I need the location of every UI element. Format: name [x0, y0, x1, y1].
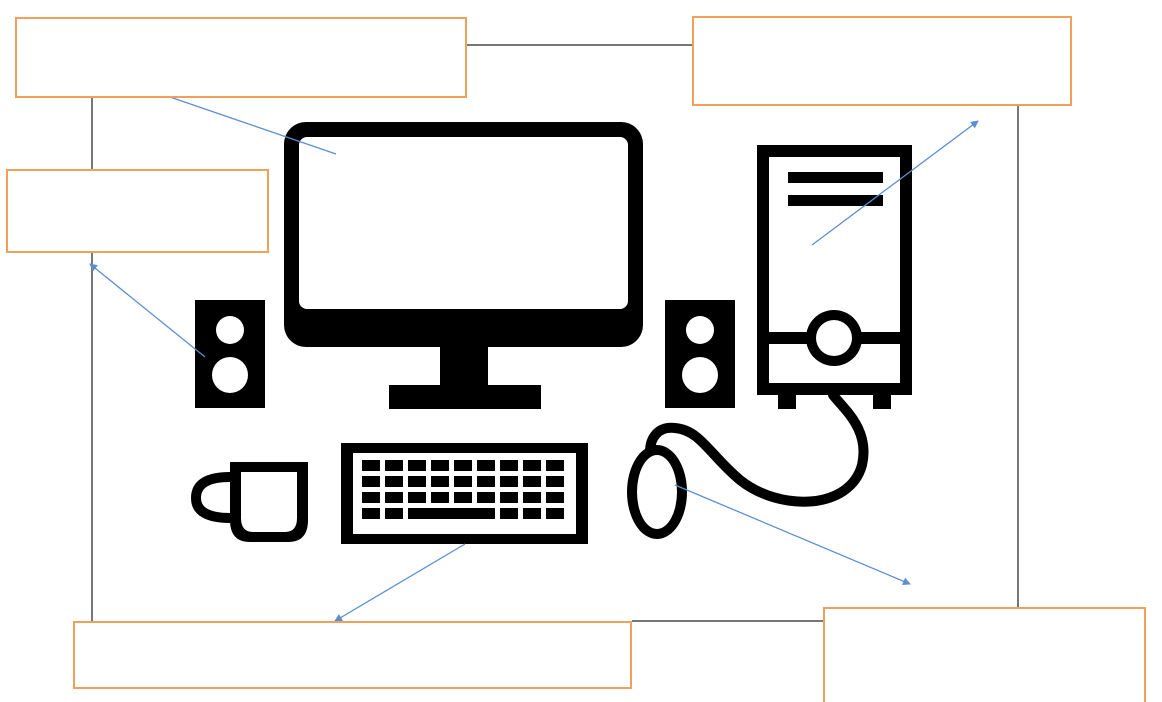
keyboard-icon [341, 443, 588, 544]
keyboard-key [431, 460, 449, 471]
keyboard-key [546, 460, 564, 471]
keyboard-key [546, 492, 564, 503]
speaker-left-icon [195, 300, 265, 408]
mouse-icon [627, 445, 687, 539]
keyboard-key [408, 492, 426, 503]
arrow-to-keyboard [335, 544, 465, 621]
keyboard-key [408, 476, 426, 487]
keyboard-key [500, 476, 518, 487]
keyboard-key [385, 508, 403, 519]
keyboard-key [523, 460, 541, 471]
keyboard-key [362, 492, 380, 503]
keyboard-key [546, 476, 564, 487]
keyboard-key [431, 476, 449, 487]
keyboard-key [546, 508, 564, 519]
keyboard-key [454, 476, 472, 487]
keyboard-key [454, 492, 472, 503]
label-box-speaker[interactable] [6, 169, 269, 253]
keyboard-key [385, 492, 403, 503]
keyboard-key [385, 476, 403, 487]
speaker-right-icon [665, 300, 735, 408]
label-box-mouse[interactable] [823, 607, 1146, 702]
keyboard-key [408, 508, 495, 519]
label-box-system-unit[interactable] [692, 16, 1072, 106]
label-box-monitor[interactable] [15, 17, 467, 98]
keyboard-key [385, 460, 403, 471]
keyboard-key [454, 460, 472, 471]
monitor-icon [284, 122, 643, 409]
mug-icon [196, 462, 308, 542]
keyboard-key [362, 508, 380, 519]
keyboard-key [500, 508, 518, 519]
keyboard-key [362, 460, 380, 471]
keyboard-key [523, 476, 541, 487]
keyboard-key [500, 492, 518, 503]
keyboard-key [500, 460, 518, 471]
keyboard-key [477, 460, 495, 471]
keyboard-key [477, 492, 495, 503]
arrow-to-speaker [90, 264, 205, 357]
keyboard-key [362, 476, 380, 487]
keyboard-key [523, 492, 541, 503]
keyboard-key [431, 492, 449, 503]
keyboard-key [523, 508, 541, 519]
system-unit-icon [757, 145, 912, 409]
keyboard-key [408, 460, 426, 471]
label-box-keyboard[interactable] [73, 621, 632, 689]
keyboard-key [477, 476, 495, 487]
